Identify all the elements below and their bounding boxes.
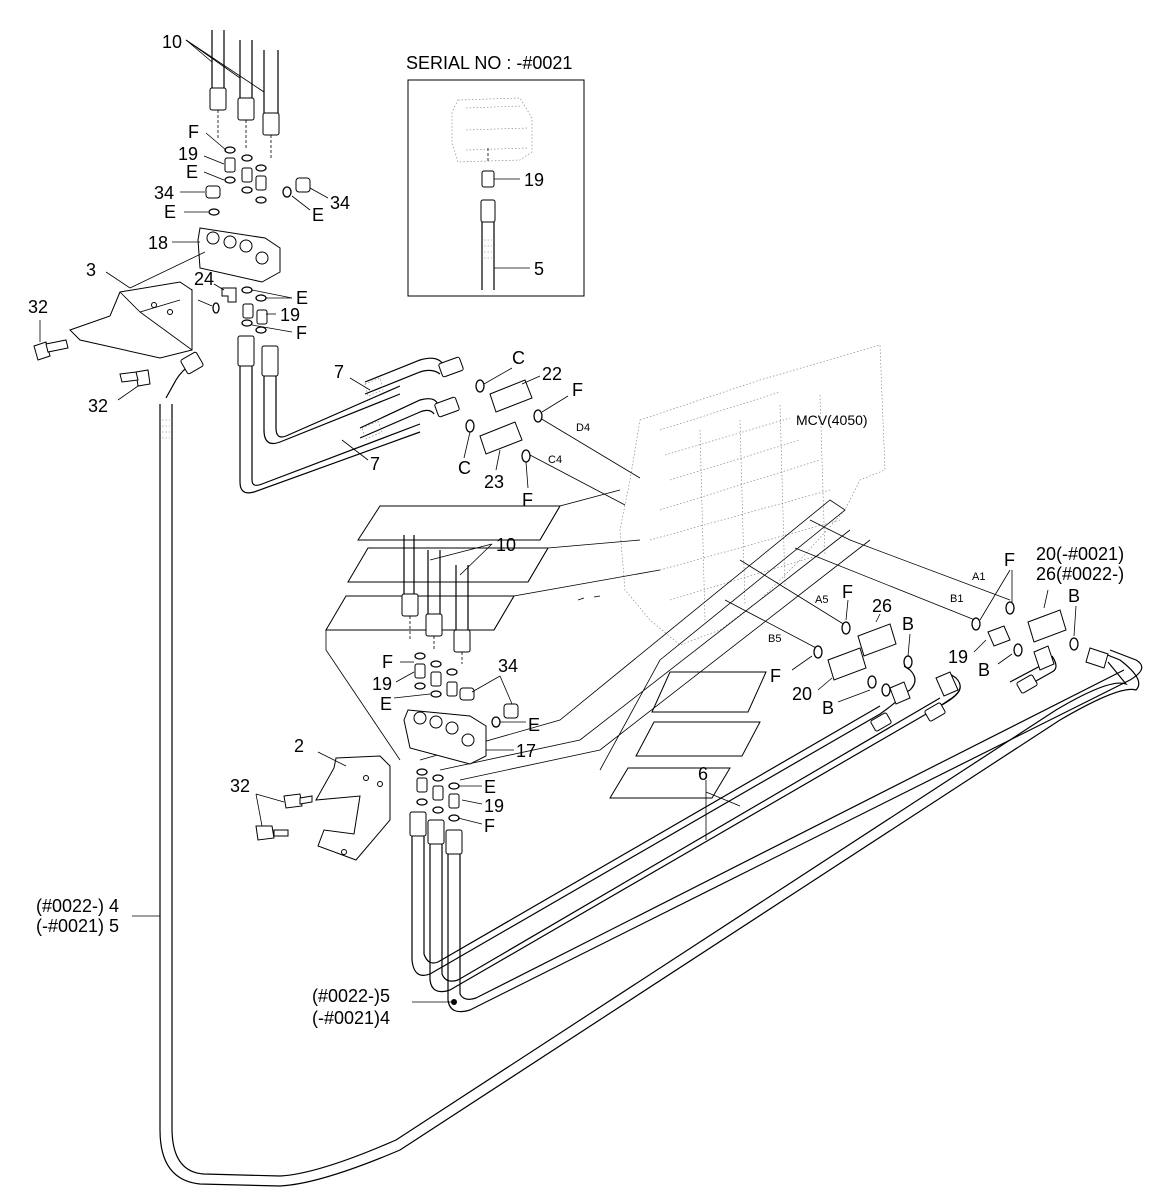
callout-B-1: B: [902, 614, 914, 634]
callout-E-2: E: [164, 202, 176, 222]
callout-long-hose-b: (-#0021) 5: [36, 916, 119, 936]
callout-17: 17: [516, 741, 536, 761]
callout-E-7: E: [484, 777, 496, 797]
callout-F-9: F: [770, 666, 781, 686]
callout-7-b: 7: [370, 454, 380, 474]
inset-label-19: 19: [524, 170, 544, 190]
callout-B-2: B: [822, 698, 834, 718]
inset-fitting-19: [481, 170, 495, 188]
callout-20-26-b: 26(#0022-): [1036, 564, 1124, 584]
callout-E-1: E: [186, 162, 198, 182]
port-leaders: D4 C4 A1 B1 A5 B5: [529, 417, 1011, 651]
callout-E-4: E: [296, 288, 308, 308]
callout-20-26-a: 20(-#0021): [1036, 544, 1124, 564]
callout-32-b: 32: [88, 396, 108, 416]
port-b5: B5: [768, 633, 781, 645]
callout-long-hose-a: (#0022-) 4: [36, 896, 119, 916]
callout-19-d: 19: [484, 796, 504, 816]
callout-10-top: 10: [162, 32, 182, 52]
callout-19-b: 19: [280, 305, 300, 325]
inset-frame: [407, 79, 585, 297]
callout-19-c: 19: [372, 674, 392, 694]
inset-valve-block: [451, 97, 533, 163]
callout-F-2: F: [296, 323, 307, 343]
port-d4: D4: [576, 422, 590, 434]
callout-32-c: 32: [230, 776, 250, 796]
callout-26: 26: [872, 596, 892, 616]
callout-E-6: E: [528, 715, 540, 735]
callout-F-10: F: [1004, 550, 1015, 570]
callout-18: 18: [148, 233, 168, 253]
callout-F-1: F: [188, 122, 199, 142]
callout-34-a: 34: [154, 183, 174, 203]
inset-hose-fitting: [480, 199, 496, 223]
right-fittings: F 26 B F 20 B F 19 B 20(-#0021) 2: [770, 544, 1124, 718]
callout-6: 6: [698, 764, 708, 784]
port-c4: C4: [548, 454, 562, 466]
adapter-22: [489, 379, 533, 413]
bracket-2: [315, 755, 391, 861]
callout-E-5: E: [380, 694, 392, 714]
callout-F-8: F: [842, 582, 853, 602]
callout-34-c: 34: [498, 656, 518, 676]
adapter-20-26: [1027, 609, 1067, 643]
callout-short-hose-a: (#0022-)5: [312, 986, 390, 1006]
callout-7-a: 7: [334, 362, 344, 382]
callout-10-mid: 10: [496, 535, 516, 555]
callout-34-b: 34: [330, 193, 350, 213]
manifold-17: [403, 709, 487, 765]
top-hoses-10: [211, 30, 279, 115]
hoses-7: 7 7 C 22 F C 23 F: [237, 335, 583, 510]
bracket-3: [69, 281, 193, 359]
inset-hose-5: [481, 222, 495, 290]
adapter-20: [827, 647, 867, 681]
callout-F-6: F: [382, 652, 393, 672]
top-manifold-assembly: 10 F 19 E 34 E 34 E: [28, 30, 350, 416]
callout-F-4: F: [572, 380, 583, 400]
manifold-18: [197, 227, 281, 283]
callout-19-e: 19: [948, 647, 968, 667]
callout-22: 22: [542, 364, 562, 384]
inset-title: SERIAL NO : -#0021: [406, 53, 572, 73]
callout-F-5: F: [522, 490, 533, 510]
adapter-23: [479, 421, 523, 455]
callout-19-a: 19: [178, 144, 198, 164]
adapter-26: [857, 623, 897, 657]
callout-short-hose-b: (-#0021)4: [312, 1008, 390, 1028]
inset-label-5: 5: [534, 259, 544, 279]
callout-24: 24: [194, 269, 214, 289]
callout-20: 20: [792, 684, 812, 704]
port-a5: A5: [815, 594, 828, 606]
callout-F-7: F: [484, 816, 495, 836]
mcv-label: MCV(4050): [796, 412, 868, 428]
long-hose-4-5: (#0022-) 4 (-#0021) 5: [36, 351, 1140, 1187]
callout-E-3: E: [312, 205, 324, 225]
callout-B-3: B: [978, 660, 990, 680]
callout-23: 23: [484, 472, 504, 492]
callout-2: 2: [294, 736, 304, 756]
callout-B-4: B: [1068, 586, 1080, 606]
callout-3: 3: [86, 260, 96, 280]
callout-C-1: C: [512, 348, 525, 368]
port-b1: B1: [950, 593, 963, 605]
callout-C-2: C: [458, 458, 471, 478]
lower-manifold-assembly: 10 F 19 E 34 E 17: [230, 489, 871, 861]
serial-inset: SERIAL NO : -#0021 19 5: [406, 53, 585, 297]
port-a1: A1: [972, 571, 985, 583]
callout-32-a: 32: [28, 297, 48, 317]
